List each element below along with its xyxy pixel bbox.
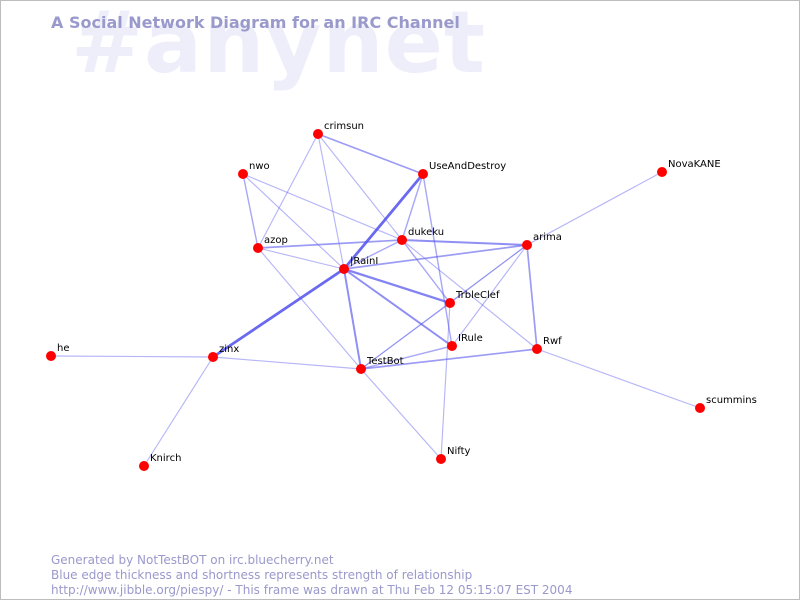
footer-generated-by: Generated by NotTestBOT on irc.bluecherr… [51,553,334,567]
node-TrbleClef: TrbleClef [445,290,500,308]
edge-zinx-he [50,355,214,358]
node-label: NovaKANE [668,159,721,170]
node-dot [46,351,56,361]
edge-dukeku-TrbleClef [401,239,451,304]
node-dot [522,240,532,250]
node-UseAndDestroy: UseAndDestroy [418,161,506,179]
node-zinx: zinx [208,344,239,362]
edge-IRainI-IRule [343,268,453,347]
node-dot [313,129,323,139]
node-dot [238,169,248,179]
node-azop: azop [253,235,288,253]
edge-arima-IRule [451,244,528,347]
node-label: dukeku [408,227,444,238]
node-dot [418,169,428,179]
edge-IRule-TestBot [360,345,453,370]
node-label: Knirch [150,453,181,464]
edge-TestBot-Nifty [360,368,442,460]
node-IRainI: |RainI [339,256,378,274]
edge-crimsun-dukeku [317,133,403,241]
node-label: crimsun [324,121,364,132]
edge-Rwf-scummins [536,348,701,409]
edge-dukeku-Rwf [401,239,538,350]
edge-azop-TestBot [257,247,362,370]
node-dot [356,364,366,374]
edge-IRainI-UseAndDestroy [342,172,425,271]
node-label: TestBot [366,356,404,367]
footer: Generated by NotTestBOT on irc.bluecherr… [51,553,572,598]
node-label: azop [264,235,288,246]
edge-nwo-dukeku [242,173,403,241]
node-label: Rwf [543,336,562,347]
edge-IRainI-TestBot [343,268,362,370]
node-label: |RainI [350,256,378,267]
node-dot [139,461,149,471]
edge-Rwf-TestBot [360,348,538,370]
node-layer: crimsun nwo UseAndDestroy NovaKANE azop dukek… [46,121,757,471]
edge-crimsun-UseAndDestroy [317,133,424,175]
node-crimsun: crimsun [313,121,364,139]
node-nwo: nwo [238,161,270,179]
diagram-title: A Social Network Diagram for an IRC Chan… [51,13,460,32]
node-dukeku: dukeku [397,227,444,245]
node-label: arima [533,232,562,243]
edge-zinx-TestBot [212,356,362,370]
node-dot [436,454,446,464]
edge-IRainI-TrbleClef [342,267,452,305]
node-Nifty: Nifty [436,446,471,464]
footer-timestamp: http://www.jibble.org/piespy/ - This fra… [51,583,573,597]
edge-arima-TestBot [360,244,528,370]
node-TestBot: TestBot [356,356,404,374]
edge-arima-Rwf [526,244,538,350]
node-dot [397,235,407,245]
node-NovaKANE: NovaKANE [657,159,721,177]
edge-IRainI-nwo [242,173,345,270]
node-he: he [46,343,70,361]
edge-dukeku-arima [401,239,528,246]
edge-azop-dukeku [257,239,403,249]
footer-legend-note: Blue edge thickness and shortness repres… [51,568,473,582]
node-label: Nifty [447,446,471,457]
node-label: UseAndDestroy [429,161,506,172]
edge-arima-TrbleClef [449,244,528,304]
node-arima: arima [522,232,562,250]
edge-IRainI-zinx [211,267,346,359]
edge-crimsun-azop [257,133,319,249]
node-dot [339,264,349,274]
node-dot [447,341,457,351]
edge-TrbleClef-Nifty [440,302,451,460]
node-label: scummins [706,395,757,406]
edge-IRainI-azop [257,247,345,270]
node-label: he [57,343,70,354]
node-dot [532,344,542,354]
edge-IRainI-crimsun [317,133,345,270]
edge-IRainI-dukeku [343,239,403,270]
edge-layer [50,133,701,467]
node-label: IRule [458,333,483,344]
edge-arima-NovaKANE [526,171,663,246]
edge-nwo-azop [242,173,259,249]
edge-UseAndDestroy-dukeku [401,173,424,241]
edge-TrbleClef-TestBot [360,302,451,370]
node-dot [695,403,705,413]
edge-UseAndDestroy-IRule [422,173,453,347]
node-label: nwo [249,161,270,172]
node-dot [253,243,263,253]
node-Knirch: Knirch [139,453,181,471]
channel-watermark: #anynet [71,0,487,93]
node-label: TrbleClef [455,290,500,301]
edge-zinx-Knirch [143,356,214,467]
edge-IRainI-arima [343,244,528,270]
node-IRule: IRule [447,333,483,351]
node-Rwf: Rwf [532,336,562,354]
node-dot [445,298,455,308]
node-label: zinx [219,344,239,355]
node-dot [657,167,667,177]
node-dot [208,352,218,362]
node-scummins: scummins [695,395,757,413]
